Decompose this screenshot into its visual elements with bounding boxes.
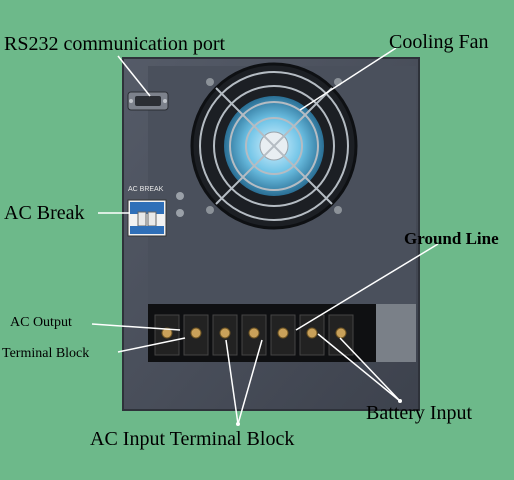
cooling-fan-label: Cooling Fan [389, 31, 489, 53]
breaker-caption: AC BREAK [128, 186, 164, 193]
rs232-label: RS232 communication port [4, 33, 226, 55]
battery-input-label: Battery Input [366, 402, 473, 424]
ac-output-label: AC Output [10, 315, 72, 330]
terminal-block-label: Terminal Block [2, 346, 90, 361]
ac-input-label: AC Input Terminal Block [90, 428, 295, 450]
cooling-fan [190, 62, 358, 230]
callout-lines [91, 47, 439, 425]
ac-break-label: AC Break [4, 202, 85, 224]
ac-breaker [127, 192, 184, 237]
terminal-block-area [148, 304, 416, 362]
rs232-port [127, 91, 169, 111]
ground-line-label: Ground Line [404, 229, 499, 248]
